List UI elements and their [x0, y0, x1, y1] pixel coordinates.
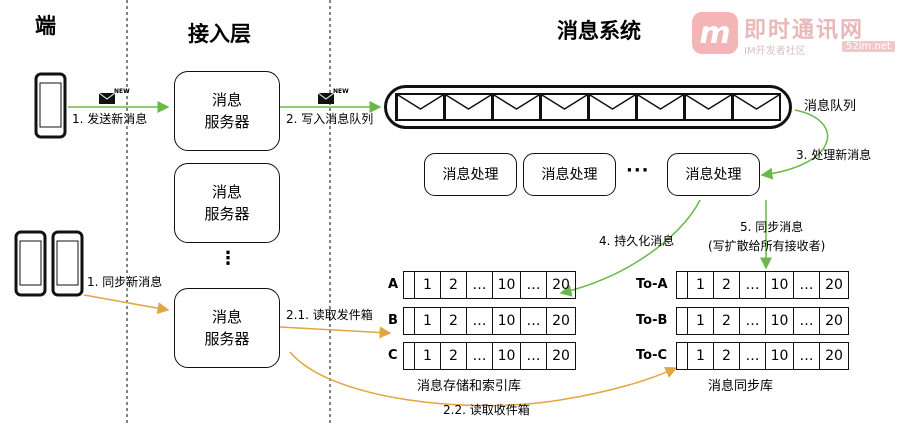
table-cell: 10 — [766, 308, 794, 334]
table-cell: … — [521, 272, 547, 298]
phone-icon-receiver-2 — [51, 230, 84, 297]
table-cell: 10 — [493, 272, 521, 298]
message-queue — [384, 85, 792, 129]
new-badge-1: NEW — [114, 88, 130, 95]
queue-envelope-icon — [397, 94, 444, 120]
table-cell: … — [740, 272, 766, 298]
table-cell: 10 — [493, 308, 521, 334]
queue-envelope-icon — [685, 94, 732, 120]
message-processor-3: 消息处理 — [667, 153, 760, 196]
table-cell: 20 — [552, 277, 570, 293]
table-cell: 1 — [688, 272, 714, 298]
table-cell: 2 — [714, 272, 740, 298]
message-server-3: 消息服务器 — [174, 288, 280, 368]
table-cell: 10 — [493, 343, 521, 369]
header-message-system: 消息系统 — [557, 19, 641, 43]
table-cell: 20 — [552, 348, 570, 364]
label-step3-process: 3. 处理新消息 — [796, 148, 872, 162]
table-cell: 1 — [415, 343, 441, 369]
row-label: B — [388, 313, 398, 328]
table-cell: … — [521, 308, 547, 334]
label-read-inbox: 2.2. 读取收件箱 — [443, 403, 530, 417]
watermark: m 即时通讯网 IM开发者社区 52im.net — [692, 8, 914, 68]
arrow-step3 — [760, 109, 829, 180]
queue-envelope-icon — [493, 94, 540, 120]
table-cell: 2 — [714, 343, 740, 369]
more-processors-dots: ··· — [626, 160, 650, 181]
label-step1-sync: 1. 同步新消息 — [87, 275, 163, 289]
watermark-subtitle: IM开发者社区 — [744, 46, 806, 57]
table-cell: … — [467, 308, 493, 334]
arrow-step4 — [559, 199, 701, 297]
header-client: 端 — [35, 14, 56, 38]
caption-message-sync: 消息同步库 — [708, 379, 774, 394]
table-cell: 20 — [825, 348, 843, 364]
phone-icon-receiver-1 — [14, 230, 47, 297]
arrow-sync-request — [83, 294, 170, 315]
table-cell: 10 — [766, 343, 794, 369]
row-label: To-A — [636, 277, 668, 292]
more-servers-dots: ⋮ — [219, 248, 237, 269]
label-step1-send: 1. 发送新消息 — [72, 112, 148, 126]
table-cell: 2 — [441, 272, 467, 298]
label-step4-persist: 4. 持久化消息 — [599, 234, 675, 248]
queue-envelope-icon — [589, 94, 636, 120]
table-cell: … — [794, 343, 820, 369]
row-label: To-C — [636, 348, 668, 363]
table-cell: 1 — [415, 308, 441, 334]
table-cell: … — [467, 272, 493, 298]
table-cell: 10 — [766, 272, 794, 298]
queue-envelope-icon — [541, 94, 588, 120]
table-cell: … — [740, 308, 766, 334]
table-cell: … — [521, 343, 547, 369]
message-processor-2: 消息处理 — [523, 153, 616, 196]
label-message-queue: 消息队列 — [804, 99, 857, 114]
message-server-1: 消息服务器 — [174, 71, 280, 151]
table-cell: … — [740, 343, 766, 369]
table-cell: … — [794, 272, 820, 298]
row-label: To-B — [636, 313, 668, 328]
row-label: A — [388, 277, 399, 292]
label-step2-write-queue: 2. 写入消息队列 — [286, 112, 374, 126]
row-label: C — [388, 348, 398, 363]
caption-message-storage: 消息存储和索引库 — [417, 379, 522, 394]
table-cell: 2 — [714, 308, 740, 334]
table-cell: 1 — [688, 308, 714, 334]
queue-envelope-icon — [637, 94, 684, 120]
table-cell: 1 — [688, 343, 714, 369]
table-cell: 20 — [825, 277, 843, 293]
table-cell: … — [467, 343, 493, 369]
table-cell: … — [794, 308, 820, 334]
message-processor-1: 消息处理 — [424, 153, 517, 196]
header-access-layer: 接入层 — [188, 22, 251, 46]
table-cell: 20 — [552, 313, 570, 329]
table-cell: 2 — [441, 343, 467, 369]
arrow-read-outbox — [279, 326, 392, 339]
watermark-logo: m — [692, 12, 738, 54]
queue-envelope-icon — [445, 94, 492, 120]
label-read-outbox: 2.1. 读取发件箱 — [286, 308, 373, 322]
table-cell: 1 — [415, 272, 441, 298]
table-cell: 20 — [825, 313, 843, 329]
table-cell: 2 — [441, 308, 467, 334]
label-step5-fanout: (写扩散给所有接收者) — [708, 239, 826, 253]
message-server-2: 消息服务器 — [174, 163, 280, 243]
mail-icon-step2 — [317, 92, 335, 104]
watermark-title: 即时通讯网 — [744, 18, 865, 43]
phone-icon-sender — [34, 72, 67, 139]
mail-icon-step1 — [98, 92, 116, 104]
new-badge-2: NEW — [333, 88, 349, 95]
arrow-read-inbox — [289, 351, 678, 407]
label-step5-sync: 5. 同步消息 — [740, 220, 804, 234]
queue-envelope-icon — [733, 94, 780, 120]
watermark-url: 52im.net — [842, 41, 895, 52]
